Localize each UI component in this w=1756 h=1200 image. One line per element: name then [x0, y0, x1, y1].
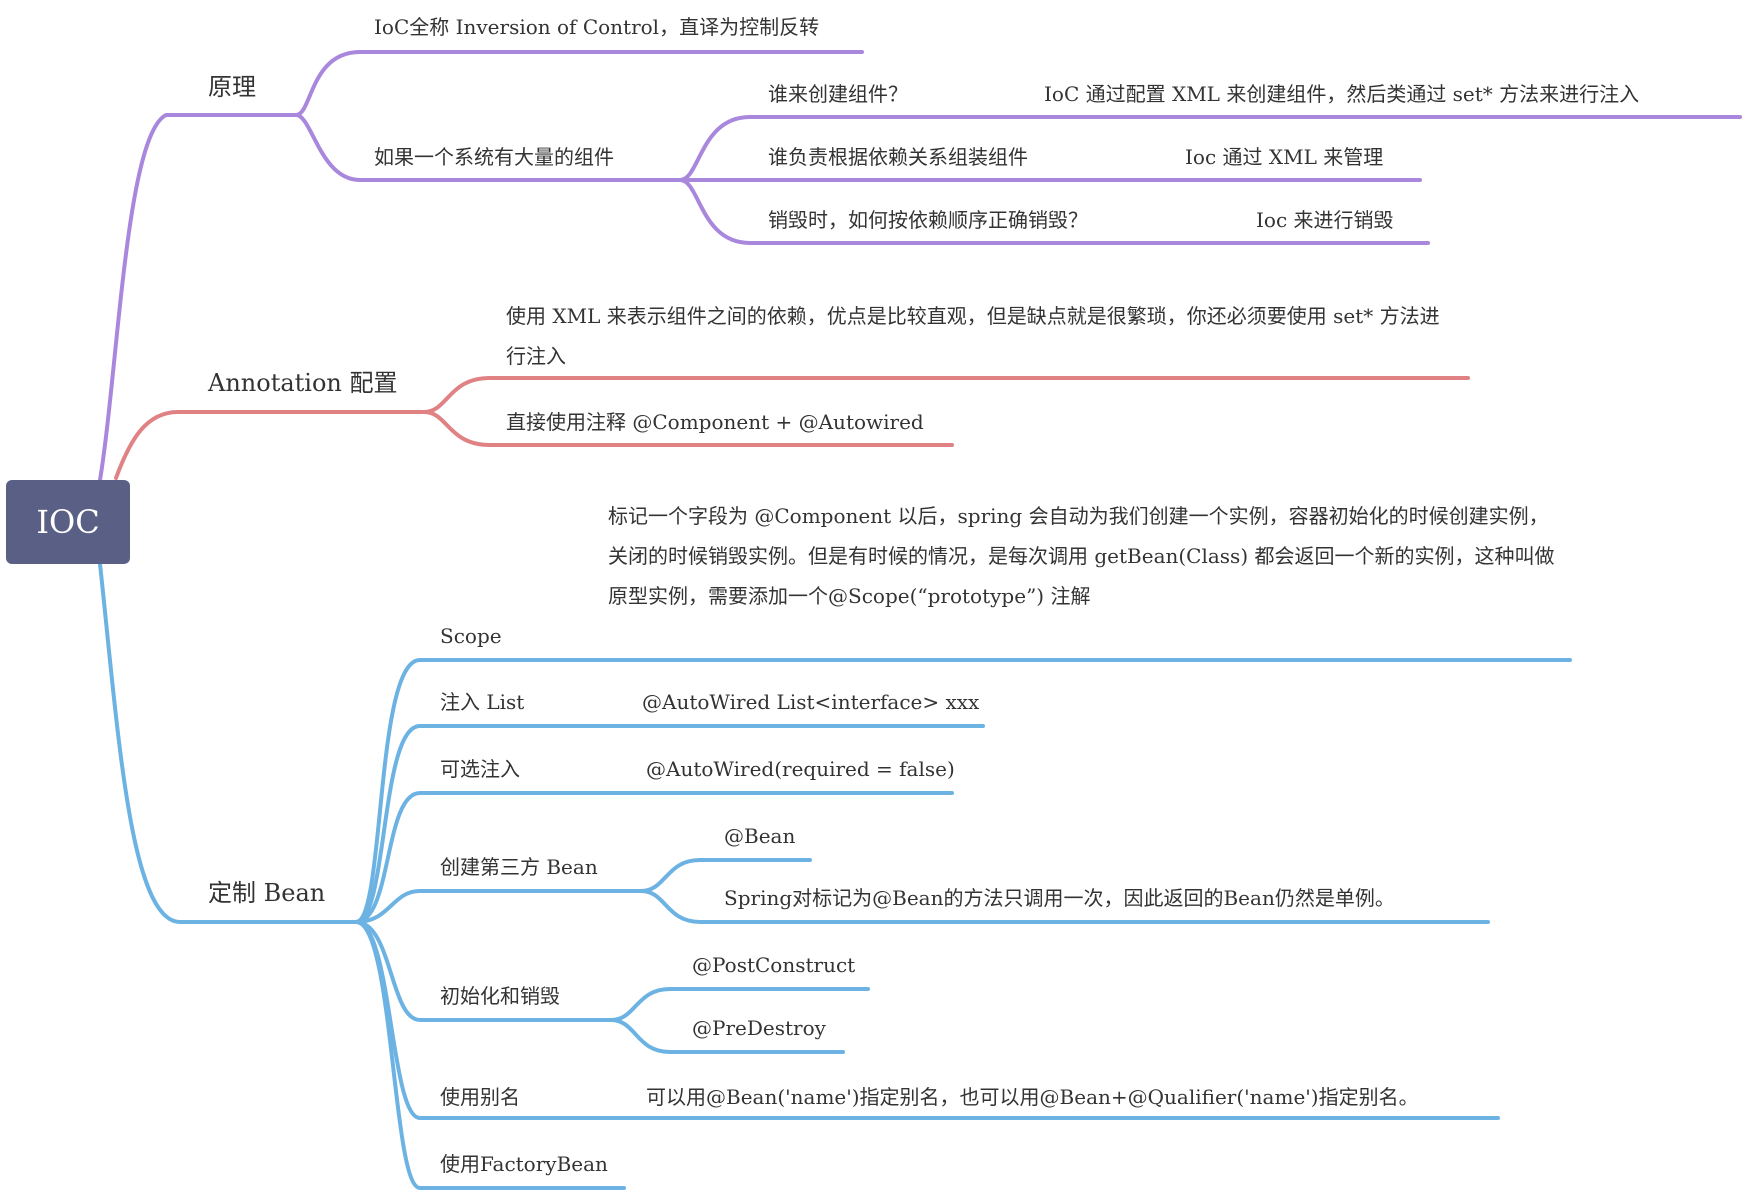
node-many-components[interactable]: 如果一个系统有大量的组件: [374, 145, 614, 169]
node-bean-singleton-desc[interactable]: Spring对标记为@Bean的方法只调用一次，因此返回的Bean仍然是单例。: [724, 886, 1395, 910]
bean-to-factory: [354, 920, 626, 1190]
node-who-creates[interactable]: 谁来创建组件？: [768, 82, 908, 106]
node-inject-list[interactable]: 注入 List: [440, 690, 525, 714]
node-destroy-order-answer[interactable]: Ioc 来进行销毁: [1256, 208, 1394, 232]
annotation-to-annot: [422, 410, 954, 447]
root-to-bean: [98, 562, 358, 924]
annotation-connectors: [114, 376, 1470, 480]
lifecycle-to-post: [609, 987, 870, 1022]
bean-to-lifecycle: [354, 920, 613, 1022]
node-ioc-full-name[interactable]: IoC全称 Inversion of Control，直译为控制反转: [374, 15, 820, 39]
node-scope-desc[interactable]: 标记一个字段为 @Component 以后，spring 会自动为我们创建一个实…: [608, 504, 1555, 608]
node-who-creates-answer[interactable]: IoC 通过配置 XML 来创建组件，然后类通过 set* 方法来进行注入: [1044, 82, 1640, 106]
node-custom-bean[interactable]: 定制 Bean: [208, 879, 326, 907]
node-bean-annotation[interactable]: @Bean: [724, 824, 796, 848]
third-party-to-bean-annot: [639, 858, 812, 893]
node-pre-destroy[interactable]: @PreDestroy: [692, 1016, 826, 1040]
node-who-assembles-answer[interactable]: Ioc 通过 XML 来管理: [1185, 145, 1384, 169]
bean-to-inject-list: [354, 724, 985, 924]
annotation-to-xml: [422, 376, 1470, 414]
bean-to-optional: [354, 791, 954, 924]
node-scope[interactable]: Scope: [440, 624, 502, 648]
third-party-to-desc: [639, 889, 1490, 924]
node-optional-inject[interactable]: 可选注入: [440, 757, 520, 781]
node-xml-dependency[interactable]: 使用 XML 来表示组件之间的依赖，优点是比较直观，但是缺点就是很繁琐，你还必须…: [506, 304, 1440, 368]
lifecycle-to-pre: [609, 1018, 845, 1054]
node-init-destroy[interactable]: 初始化和销毁: [440, 984, 560, 1008]
root-to-annotation: [114, 410, 426, 480]
many-to-q1: [678, 115, 1742, 182]
bean-to-scope: [354, 658, 1572, 924]
many-to-q3: [678, 178, 1430, 245]
node-annotation-usage[interactable]: 直接使用注释 @Component + @Autowired: [506, 410, 924, 434]
node-optional-inject-desc[interactable]: @AutoWired(required = false): [646, 757, 955, 781]
root-to-principle: [98, 113, 298, 482]
principle-to-many: [294, 113, 682, 182]
node-destroy-order[interactable]: 销毁时，如何按依赖顺序正确销毁？: [768, 208, 1088, 232]
principle-to-fullname: [294, 50, 864, 117]
bean-to-third-party: [354, 889, 643, 924]
root-node[interactable]: IOC: [6, 480, 130, 564]
principle-connectors: [98, 50, 1742, 482]
node-factory-bean[interactable]: 使用FactoryBean: [440, 1152, 608, 1176]
node-inject-list-desc[interactable]: @AutoWired List<interface> xxx: [642, 690, 980, 714]
node-principle[interactable]: 原理: [208, 73, 256, 101]
node-post-construct[interactable]: @PostConstruct: [692, 953, 856, 977]
node-third-party-bean[interactable]: 创建第三方 Bean: [440, 855, 598, 879]
node-who-assembles[interactable]: 谁负责根据依赖关系组装组件: [768, 145, 1028, 169]
root-label: IOC: [36, 503, 100, 541]
node-alias-desc[interactable]: 可以用@Bean('name')指定别名，也可以用@Bean+@Qualifie…: [646, 1085, 1419, 1109]
node-alias[interactable]: 使用别名: [440, 1085, 520, 1109]
bean-connectors: [98, 562, 1572, 1190]
node-annotation-config[interactable]: Annotation 配置: [208, 369, 398, 397]
